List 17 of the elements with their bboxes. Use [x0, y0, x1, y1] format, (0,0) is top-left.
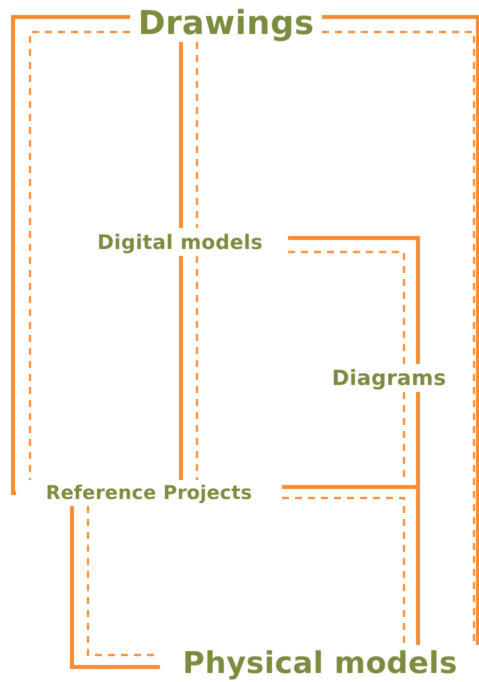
- dangling-line: [402, 392, 406, 478]
- connector-line: [196, 256, 198, 480]
- node-label: Reference Projects: [16, 480, 282, 506]
- connector-line: [288, 250, 406, 364]
- node-label: Digital models: [72, 228, 288, 256]
- node-label: Diagrams: [318, 364, 460, 392]
- connector-line: [11, 15, 130, 495]
- connector-line: [282, 496, 406, 645]
- connector-line: [28, 30, 130, 480]
- connector-line: [179, 256, 183, 480]
- node-label: Drawings: [130, 2, 322, 42]
- node-label: Physical models: [160, 645, 479, 682]
- connector-line: [282, 485, 420, 645]
- connector-line: [288, 236, 420, 364]
- connector-line: [70, 506, 160, 669]
- connector-line: [196, 42, 198, 228]
- connector-line: [179, 42, 183, 228]
